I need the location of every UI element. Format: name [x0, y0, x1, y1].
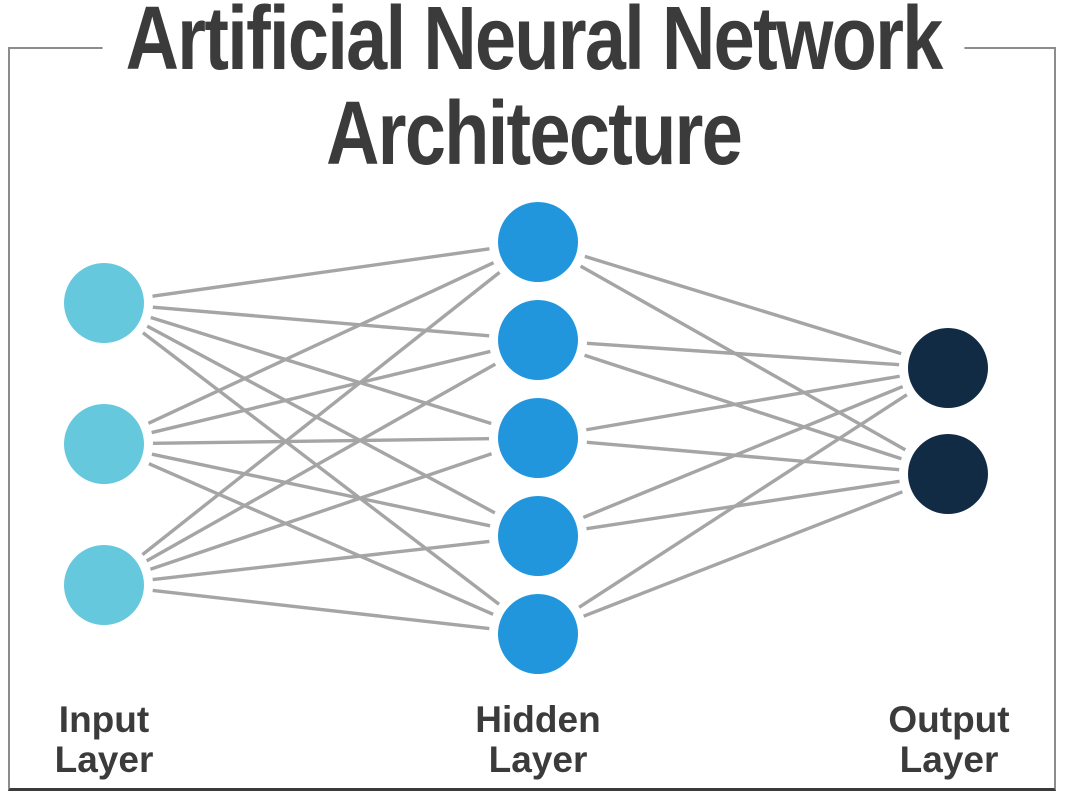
connection-line — [148, 462, 494, 616]
input-node — [64, 404, 144, 484]
connection-line — [141, 331, 501, 606]
connection-line — [584, 353, 902, 461]
connection-line — [152, 539, 490, 582]
input-node — [64, 545, 144, 625]
connection-line — [146, 324, 496, 515]
hidden-node — [498, 300, 578, 380]
title-line-1: Artificial Neural Network — [125, 0, 943, 89]
connection-line — [151, 349, 491, 435]
connection-line — [586, 479, 900, 531]
connection-line — [150, 315, 492, 426]
output-layer-label: Output Layer — [888, 699, 1010, 780]
connection-line — [147, 261, 495, 425]
output-node — [908, 328, 988, 408]
input-node — [64, 263, 144, 343]
title-line-2: Architecture — [325, 84, 743, 184]
connection-line — [151, 452, 491, 528]
connection-line — [586, 341, 900, 367]
hidden-node — [498, 202, 578, 282]
output-node — [908, 434, 988, 514]
input-layer-label: Input Layer — [54, 699, 154, 780]
hidden-layer-label: Hidden Layer — [475, 699, 601, 780]
hidden-node — [498, 398, 578, 478]
connection-line — [152, 588, 490, 631]
hidden-node — [498, 594, 578, 674]
diagram-title-text: Artificial Neural Network Architecture — [102, 0, 965, 184]
connection-line — [586, 374, 900, 432]
connection-line — [141, 271, 501, 556]
connection-line — [149, 452, 493, 571]
connection-line — [152, 247, 490, 298]
connection-line — [582, 385, 904, 519]
connection-line — [152, 305, 490, 338]
connection-line — [152, 436, 490, 446]
connection-line — [584, 254, 902, 356]
connection-line — [586, 440, 900, 472]
diagram-title: Artificial Neural Network Architecture — [0, 0, 1067, 182]
connection-line — [145, 362, 497, 563]
connection-line — [583, 490, 903, 618]
connection-line — [578, 393, 908, 609]
connection-line — [579, 264, 907, 452]
hidden-node — [498, 496, 578, 576]
